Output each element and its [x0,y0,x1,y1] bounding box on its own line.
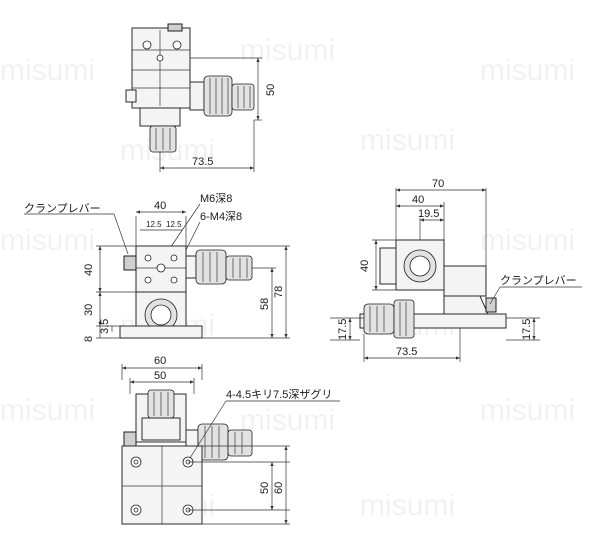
callout-holes: 4-4.5キリ7.5深ザグリ [226,387,332,401]
tap-hole [156,263,166,273]
pitch-label: 12.5 [166,220,182,229]
pitch-label: 12.5 [146,220,162,229]
top-view: 50 73.5 [125,23,277,172]
watermark-text: misumi [360,489,455,522]
dim-label: 30 [83,304,95,316]
knob-center [409,255,431,277]
dim-label: 50 [265,84,277,96]
dim-label: 8 [83,336,95,342]
base-plate [139,107,181,127]
bottom-view: 60 50 4-4.5キリ7.5深ザグリ [121,355,340,525]
tap-hole [170,276,178,284]
dim-label: 3.5 [99,319,111,334]
clamp-lever [485,297,497,313]
dim-label: 17.5 [337,319,349,340]
watermark-text: misumi [0,54,95,87]
tap-hole [144,276,152,284]
dim-label: 40 [154,200,166,212]
dim-label: 17.5 [521,319,533,340]
watermark-text: misumi [240,404,335,437]
watermark-text: misumi [360,124,455,157]
micrometer-thimble [363,303,395,335]
micrometer-sleeve [185,255,197,279]
side-view: 70 40 19.5 40 クランプレバー [330,178,582,362]
dim-label: 58 [259,298,271,310]
tap-hole [144,254,152,262]
callout-tap: M6深8 [200,192,232,205]
callout-clamp-lever: クランプレバー [24,202,101,215]
dim-label: 60 [273,482,285,494]
side-bracket [443,295,489,315]
clamp-lever [123,255,137,271]
stage-top-block [131,27,191,109]
dim-label: 40 [412,194,424,206]
watermark-text: misumi [480,54,575,87]
clamp-knob [125,89,137,103]
dim-label: 19.5 [418,208,439,220]
tap-hole [170,254,178,262]
dim-label: 40 [359,260,371,272]
micrometer-ratchet [231,83,255,111]
clamp-lever [167,23,183,32]
side-body [443,265,487,297]
tap-hole [156,54,164,62]
dim-label: 73.5 [192,156,213,168]
callout-clamp-lever: クランプレバー [500,274,577,287]
callout-tap-2: 6-M4深8 [200,210,242,223]
counterbore-hole-inner [133,459,139,465]
counterbore-hole-inner [133,507,139,513]
dim-label: 70 [432,178,444,190]
micrometer-ratchet [225,255,253,281]
watermark-text: misumi [240,34,335,67]
bottom-knob-collar [141,417,181,441]
micrometer-sleeve [189,81,205,111]
dim-label: 50 [259,482,271,494]
dim-label: 60 [154,355,166,367]
clamp-lever [123,431,137,447]
watermark-text: misumi [0,394,95,427]
micrometer-ratchet [227,429,253,457]
dim-label: 40 [83,264,95,276]
watermark-text: misumi [0,224,95,257]
watermark-layer: misumi misumi misumi misumi misumi misum… [0,34,575,522]
front-view: クランプレバー 12.5 12.5 M6深8 6-M4深8 40 [24,192,290,342]
micrometer-ratchet [393,299,415,339]
tap-hole [142,40,152,50]
dim-label: 73.5 [396,346,417,358]
dim-label: 78 [273,286,285,298]
watermark-text: misumi [480,224,575,257]
base-plate [119,325,203,339]
tap-hole [172,40,182,50]
micrometer-thimble [195,249,227,285]
watermark-text: misumi [480,394,575,427]
side-stage-edge [379,247,397,285]
knob-center [150,304,172,326]
dim-label: 50 [154,370,166,382]
